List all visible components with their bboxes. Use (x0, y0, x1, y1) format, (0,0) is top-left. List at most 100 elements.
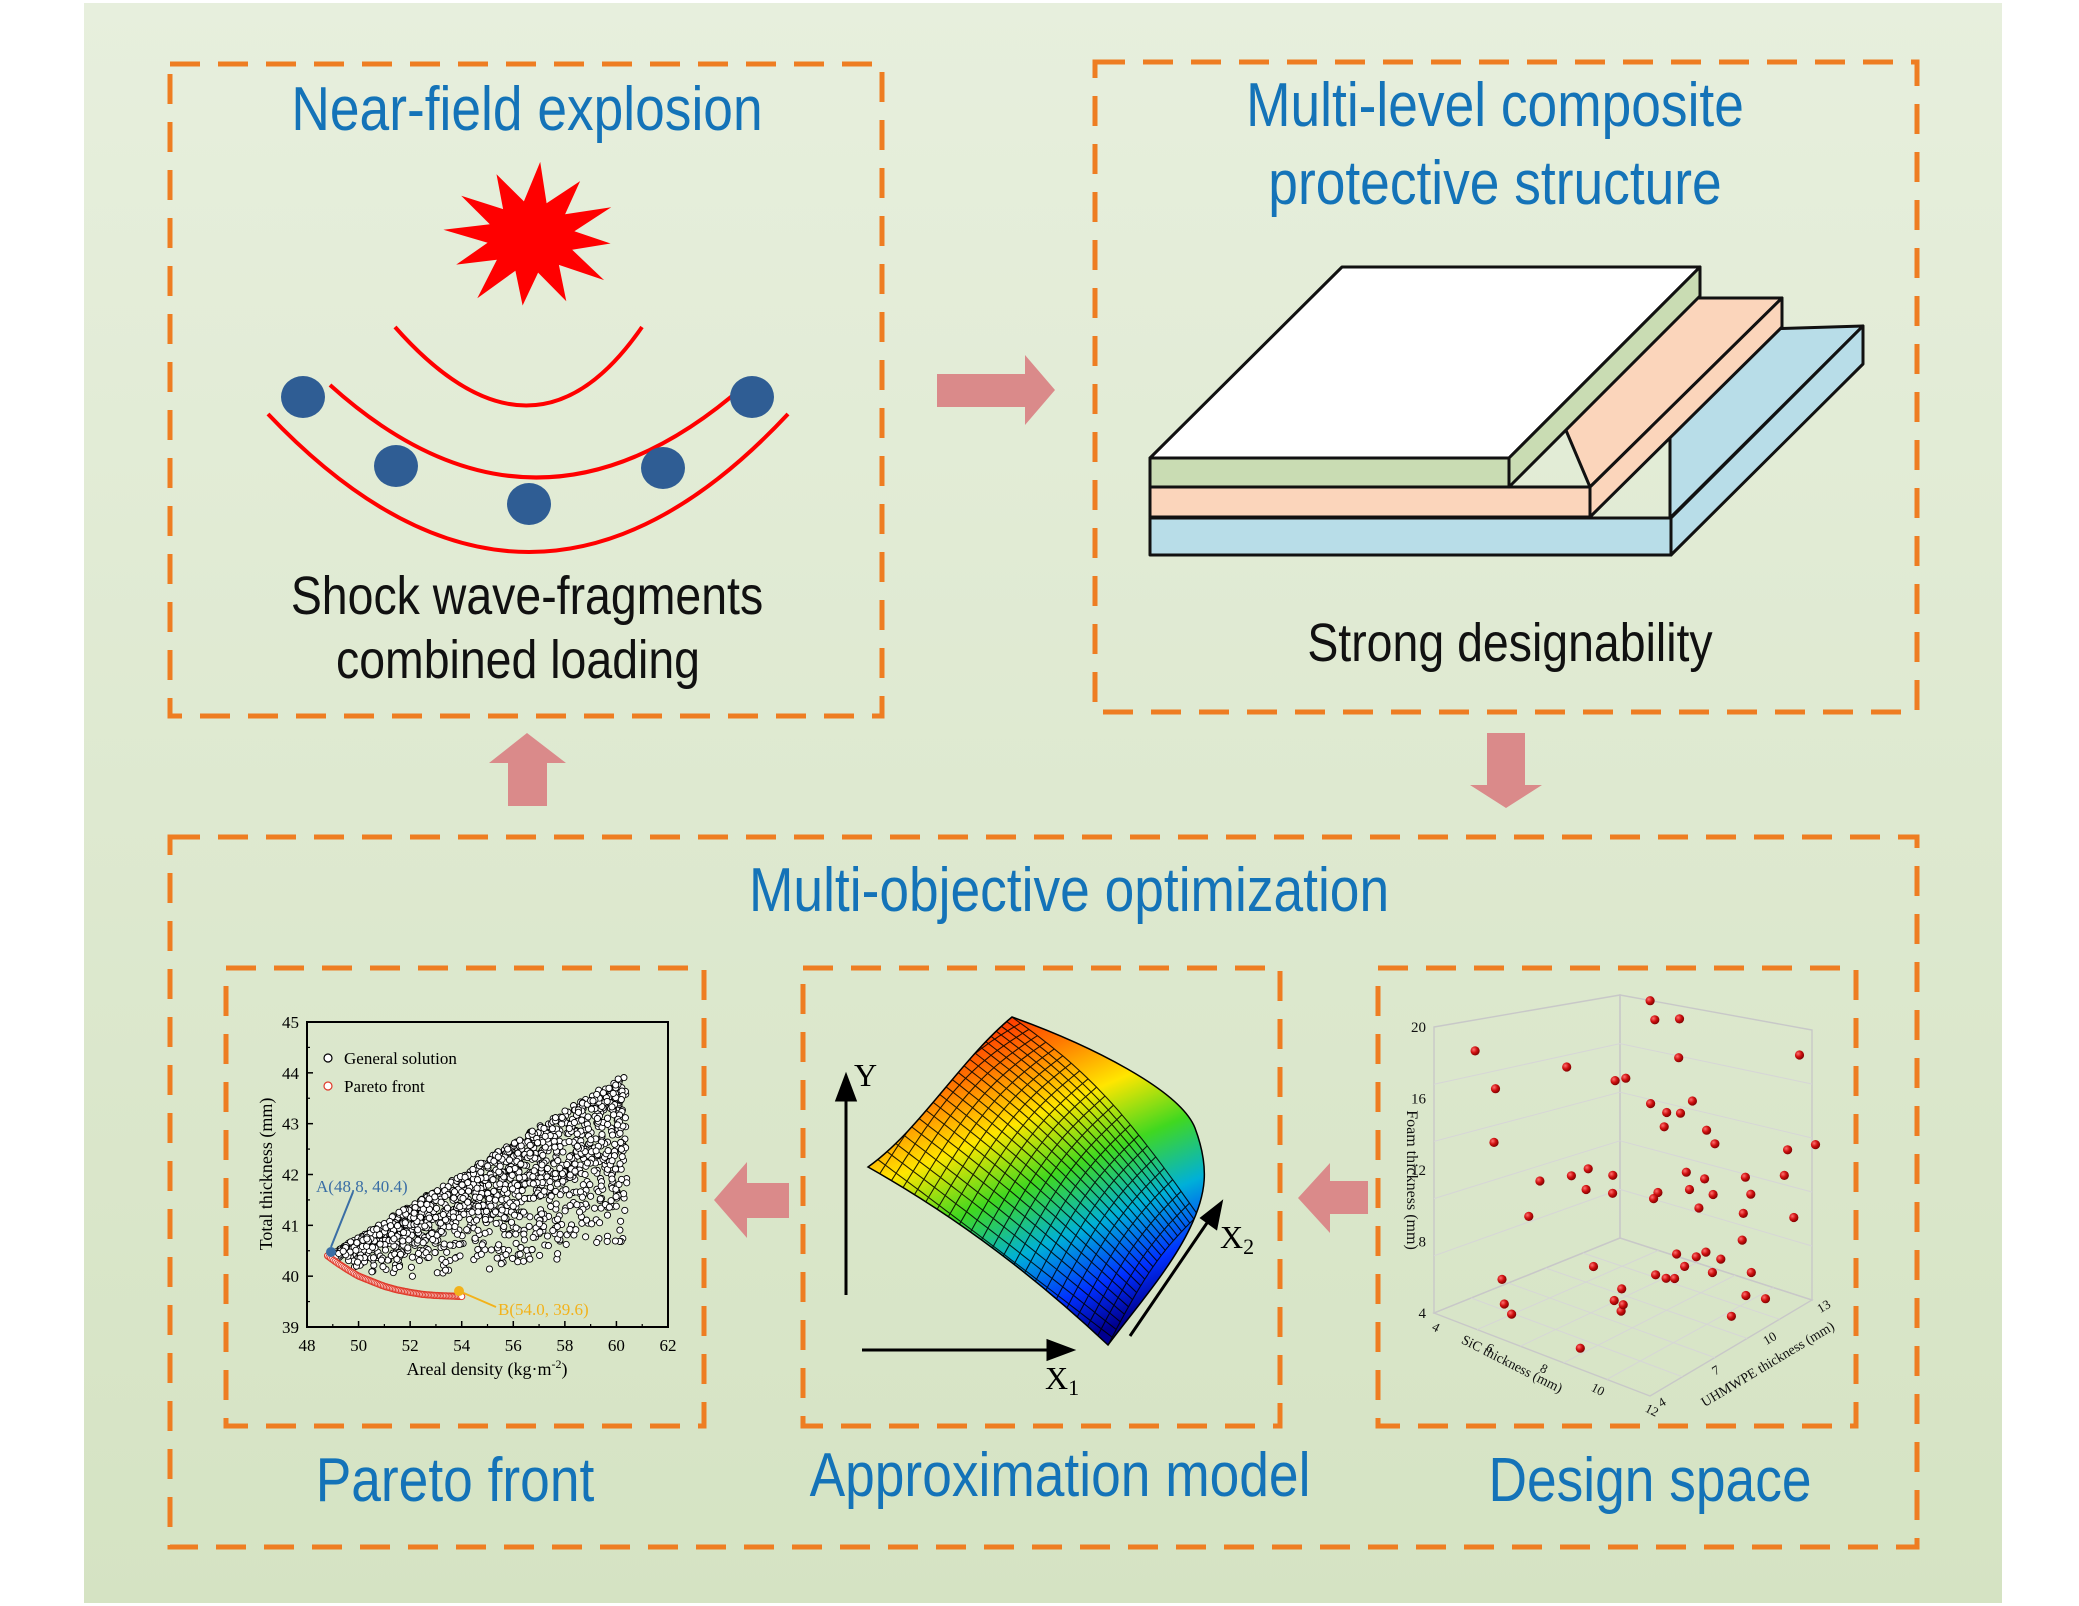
chart-y-axis-label: Total thickness (mm) (256, 1098, 277, 1251)
x2-axis-label: X2 (1220, 1219, 1254, 1259)
general-solution-point (520, 1194, 529, 1203)
general-solution-point (558, 1113, 566, 1122)
general-solution-point (621, 1206, 629, 1214)
general-solution-point (529, 1233, 537, 1241)
general-solution-point (547, 1192, 555, 1200)
general-solution-point (618, 1153, 626, 1161)
response-surface (868, 1017, 1205, 1345)
sample-point (1507, 1309, 1517, 1319)
fragment-dot (281, 376, 325, 418)
general-solution-point (588, 1220, 596, 1228)
general-solution-point (473, 1176, 482, 1184)
sample-point (1672, 1249, 1682, 1259)
general-solution-point (443, 1204, 452, 1212)
general-solution-point (591, 1204, 599, 1212)
general-solution-point (605, 1084, 613, 1092)
sample-point (1524, 1211, 1534, 1221)
general-solution-point (493, 1254, 501, 1262)
sample-point (1740, 1172, 1750, 1182)
general-solution-point (576, 1208, 584, 1216)
mesh-line (1031, 1134, 1140, 1289)
general-solution-point (512, 1224, 520, 1232)
general-solution-point (492, 1219, 500, 1227)
general-solution-point (417, 1200, 425, 1208)
annotation-b: B(54.0, 39.6) (498, 1300, 589, 1319)
general-solution-point (443, 1248, 451, 1256)
general-solution-point (498, 1206, 506, 1214)
sample-point (1588, 1261, 1599, 1272)
sample-point (1609, 1295, 1619, 1306)
general-solution-point (491, 1196, 499, 1204)
sample-point (1741, 1290, 1751, 1301)
sample-point (1710, 1139, 1720, 1149)
general-solution-point (513, 1181, 522, 1189)
mesh-line (1053, 1156, 1157, 1305)
general-solution-point (603, 1237, 611, 1245)
general-solution-point (550, 1137, 558, 1145)
general-solution-point (474, 1208, 482, 1216)
z-tick-label: 8 (1419, 1235, 1427, 1251)
general-solution-point (415, 1256, 423, 1265)
general-solution-point (477, 1168, 485, 1176)
general-solution-point (519, 1257, 528, 1265)
general-solution-point (582, 1233, 590, 1241)
general-solution-point (559, 1148, 567, 1156)
grid-line (1508, 1282, 1715, 1359)
general-solution-point (608, 1157, 616, 1165)
general-solution-point (474, 1226, 482, 1234)
general-solution-point (540, 1187, 548, 1195)
sample-point (1680, 1261, 1690, 1271)
general-solution-point (446, 1241, 454, 1249)
legend-marker-pareto (323, 1081, 333, 1091)
sample-point (1645, 996, 1655, 1006)
general-solution-point (431, 1248, 439, 1257)
mesh-line (959, 1051, 1166, 1251)
general-solution-point (477, 1250, 485, 1258)
general-solution-point (425, 1253, 433, 1261)
general-solution-point (485, 1265, 494, 1273)
shock-wave-arc (266, 412, 790, 554)
general-solution-point (456, 1252, 464, 1260)
general-solution-point (481, 1229, 489, 1237)
annotation-a-leader (330, 1191, 354, 1248)
pareto-subpanel-frame (223, 965, 707, 1429)
mesh-line (998, 1104, 1114, 1265)
general-solution-point (543, 1164, 552, 1173)
general-solution-point (520, 1230, 528, 1238)
general-solution-point (450, 1188, 459, 1196)
shock-wave-arc (328, 383, 747, 480)
structure-title-line2: protective structure (1268, 149, 1722, 218)
x-tick-label: 48 (299, 1336, 316, 1355)
z-tick-label: 4 (1419, 1306, 1427, 1322)
chart-x-axis-label: Areal density (kg·m-2) (407, 1357, 568, 1380)
fragment-dot (507, 483, 551, 525)
flow-arrows (489, 355, 1542, 1238)
general-solution-point (559, 1177, 567, 1185)
general-solution-point (496, 1162, 504, 1170)
composite-layers-graphic (1148, 265, 1865, 557)
sample-point (1670, 1273, 1680, 1284)
general-solution-point (516, 1136, 524, 1144)
general-solution-point (411, 1203, 419, 1212)
general-solution-point (405, 1236, 413, 1244)
general-solution-point (459, 1194, 467, 1202)
sample-point (1691, 1252, 1701, 1262)
general-solution-point (572, 1226, 580, 1234)
general-solution-point (510, 1211, 519, 1219)
general-solution-point (496, 1180, 504, 1188)
y-tick-label: 42 (282, 1166, 299, 1185)
general-solution-point (520, 1208, 528, 1216)
general-solution-point (563, 1160, 571, 1169)
general-solution-point (517, 1244, 525, 1252)
fragment-dot (641, 447, 685, 489)
general-solution-point (487, 1246, 495, 1254)
general-solution-point (497, 1260, 505, 1268)
general-solution-point (339, 1247, 347, 1255)
sample-point (1746, 1189, 1756, 1199)
general-solution-point (617, 1145, 625, 1153)
general-solution-point (485, 1195, 493, 1203)
sample-point (1575, 1343, 1585, 1353)
general-solution-point (546, 1178, 554, 1186)
general-solution-point (512, 1239, 520, 1247)
